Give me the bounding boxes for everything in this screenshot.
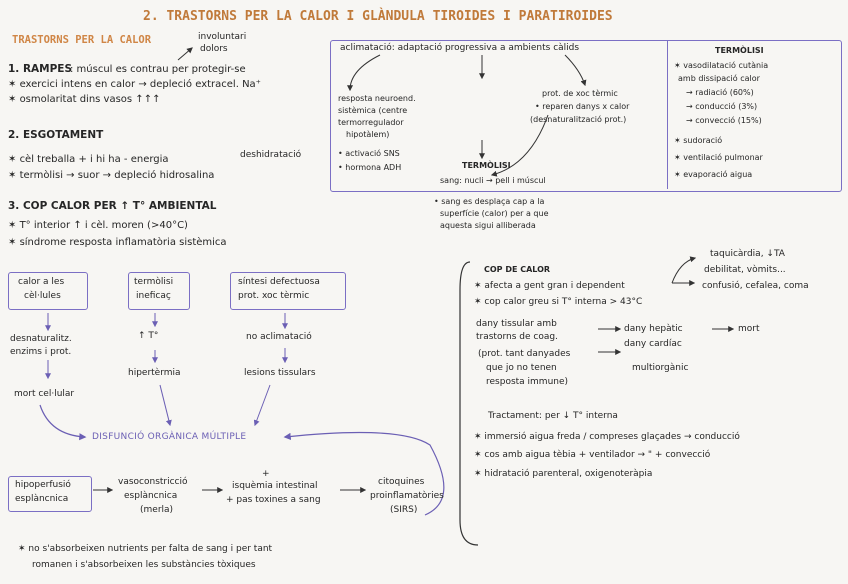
term-item-4: → conducció (3%) [686, 102, 758, 111]
rampes-item-1: ✶ exercici intens en calor → depleció ex… [8, 79, 261, 90]
dany-line3: (prot. tant danyades [478, 349, 571, 359]
hipertermia-label: hipertèrmia [128, 368, 181, 378]
sang-line1: sang: nucli → pell i múscul [440, 176, 546, 185]
branch-dolors: dolors [200, 44, 228, 54]
aclimatacio-box [330, 40, 842, 192]
dany-line1: dany tissular amb [476, 319, 557, 329]
term-item-6: ✶ sudoració [674, 136, 723, 145]
box-calor-line1: calor a les [18, 277, 65, 287]
vasoconstriccio-line3: (merla) [140, 505, 174, 515]
citoquines-line2: proinflamatòries [370, 491, 444, 501]
sang-line3: superfície (calor) per a que [440, 209, 549, 218]
symptom-3: confusió, cefalea, coma [702, 281, 809, 291]
multiorganic-label: multiorgànic [632, 363, 689, 373]
aclimatacio-header: aclimatació: adaptació progressiva a amb… [340, 43, 580, 53]
cop-item-2: ✶ síndrome resposta inflamatòria sistèmi… [8, 237, 227, 248]
mort-cellular: mort cel·lular [14, 389, 75, 399]
rampes-text: : múscul es contrau per protegir-se [70, 64, 246, 75]
sang-line2: • sang es desplaça cap a la [434, 197, 545, 206]
term-item-3: → radiació (60%) [686, 88, 754, 97]
prot-xoc-line2: • reparen danys x calor [535, 102, 630, 111]
disfuncio-organica: DISFUNCIÓ ORGÀNICA MÚLTIPLE [92, 432, 247, 442]
term-item-1: ✶ vasodilatació cutània [674, 61, 769, 70]
desnaturalitzacio-line2: enzims i prot. [10, 347, 72, 357]
vasoconstriccio-line1: vasoconstricció [118, 477, 188, 487]
dany-hepatic: dany hepàtic [624, 324, 683, 334]
up-temperature: ↑ T° [138, 331, 159, 341]
box-hipoperfusio [8, 476, 92, 512]
hipoperfusio-line2: esplàncnica [15, 494, 69, 504]
flow-note-line2: romanen i s'absorbeixen les substàncies … [32, 560, 256, 570]
section-heading-trastorns: TRASTORNS PER LA CALOR [12, 34, 152, 46]
resposta-item-2: • hormona ADH [338, 163, 402, 172]
resposta-line3: termorregulador [338, 118, 404, 127]
hipoperfusio-line1: hipoperfusió [15, 480, 71, 490]
tract-item-3: ✶ hidratació parenteral, oxigenoteràpia [474, 469, 653, 479]
resposta-line2: sistèmica (centre [338, 106, 408, 115]
deshidratacio-label: deshidratació [240, 150, 302, 160]
mort-label: mort [738, 324, 760, 334]
dany-line2: trastorns de coag. [476, 332, 558, 342]
aclimatacio-divider [667, 41, 669, 189]
isquemia-line1: isquèmia intestinal [232, 481, 318, 491]
cop-de-calor-heading: COP DE CALOR [484, 265, 551, 274]
flow-note-line1: ✶ no s'absorbeixen nutrients per falta d… [18, 544, 273, 554]
box-sintesi-line2: prot. xoc tèrmic [238, 291, 310, 301]
box-calor-line2: cèl·lules [24, 291, 61, 301]
dany-line5: resposta immune) [486, 377, 569, 387]
prot-xoc-line1: prot. de xoc tèrmic [542, 89, 618, 98]
termolisi-small-heading: TERMÒLISI [462, 161, 511, 170]
term-item-2: amb dissipació calor [678, 74, 760, 83]
citoquines-line3: (SIRS) [390, 505, 418, 515]
term-item-5: → convecció (15%) [686, 116, 762, 125]
vasoconstriccio-line2: esplàncnica [124, 491, 178, 501]
box-termolisi-line2: ineficaç [136, 291, 171, 301]
term-item-8: ✶ evaporació aigua [674, 170, 753, 179]
plus-sign: + [262, 469, 270, 479]
box-sintesi-defectuosa [230, 272, 346, 310]
citoquines-line1: citoquines [378, 477, 425, 487]
resposta-line1: resposta neuroend. [338, 94, 416, 103]
dany-cardiac: dany cardíac [624, 339, 682, 349]
cop-right-item-1: ✶ afecta a gent gran i dependent [474, 281, 625, 291]
isquemia-line2: + pas toxines a sang [226, 495, 321, 505]
branch-involuntari: involuntari [198, 32, 247, 42]
desnaturalitzacio-line1: desnaturalitz. [10, 334, 72, 344]
box-sintesi-line1: síntesi defectuosa [238, 277, 320, 287]
rampes-title: 1. RAMPES [8, 63, 73, 75]
no-aclimatacio-label: no aclimatació [246, 332, 312, 342]
termolisi-heading: TERMÒLISI [715, 46, 764, 55]
tract-item-1: ✶ immersió aigua freda / compreses glaça… [474, 432, 740, 442]
lesions-tissulars-label: lesions tissulars [244, 368, 316, 378]
resposta-item-1: • activació SNS [338, 149, 400, 158]
tract-item-2: ✶ cos amb aigua tèbia + ventilador → " +… [474, 450, 711, 460]
symptom-1: taquicàrdia, ↓TA [710, 249, 785, 259]
esgotament-title: 2. ESGOTAMENT [8, 129, 104, 141]
prot-xoc-line3: (desnaturalització prot.) [530, 115, 627, 124]
page-title: 2. TRASTORNS PER LA CALOR I GLÀNDULA TIR… [143, 9, 613, 24]
term-item-7: ✶ ventilació pulmonar [674, 153, 763, 162]
box-termolisi-ineficac [128, 272, 190, 310]
esgotament-item-1: ✶ cèl treballa + i hi ha - energia [8, 154, 169, 165]
esgotament-item-2: ✶ termòlisi → suor → depleció hidrosalin… [8, 170, 215, 181]
cop-calor-title: 3. COP CALOR PER ↑ T° AMBIENTAL [8, 200, 217, 212]
cop-right-item-2: ✶ cop calor greu si T° interna > 43°C [474, 297, 643, 307]
tractament-heading: Tractament: per ↓ T° interna [488, 411, 618, 421]
box-calor-cellules [8, 272, 88, 310]
rampes-item-2: ✶ osmolaritat dins vasos ↑↑↑ [8, 94, 161, 105]
symptom-2: debilitat, vòmits... [704, 265, 786, 275]
sang-line4: aquesta sigui alliberada [440, 221, 536, 230]
resposta-line4: hipotàlem) [346, 130, 390, 139]
dany-line4: que jo no tenen [486, 363, 557, 373]
cop-item-1: ✶ T° interior ↑ i cèl. moren (>40°C) [8, 220, 188, 231]
box-termolisi-line1: termòlisi [134, 277, 174, 287]
